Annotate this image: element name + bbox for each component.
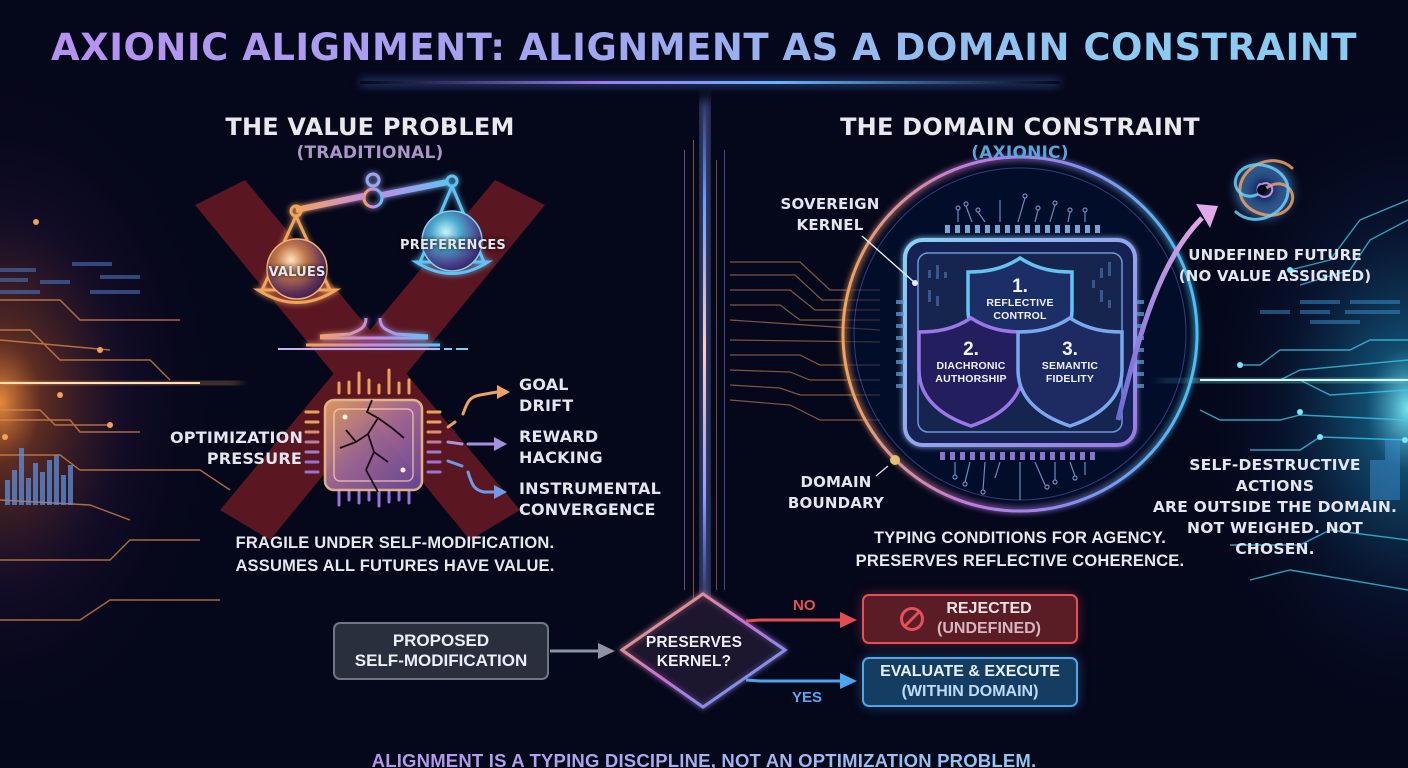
outside-domain-note: SELF-DESTRUCTIVE ACTIONS ARE OUTSIDE THE… bbox=[1152, 456, 1398, 558]
failure-mode-arrows bbox=[446, 385, 510, 499]
shield-1-text: 1. REFLECTIVE CONTROL bbox=[970, 277, 1070, 323]
left-data-text bbox=[0, 262, 140, 294]
evaluate-title: EVALUATE & EXECUTE bbox=[880, 663, 1060, 680]
rejected-node: REJECTED (UNDEFINED) bbox=[862, 594, 1078, 644]
value-problem-heading: THE VALUE PROBLEM bbox=[225, 113, 515, 141]
proposed-self-modification-node: PROPOSED SELF-MODIFICATION bbox=[333, 622, 549, 680]
rejected-title: REJECTED bbox=[946, 600, 1032, 617]
main-title: AXIONIC ALIGNMENT: ALIGNMENT AS A DOMAIN… bbox=[0, 26, 1408, 69]
undefined-future-arrow bbox=[1115, 216, 1204, 421]
failure-goal-drift: GOAL DRIFT bbox=[519, 375, 574, 415]
failure-instrumental-convergence: INSTRUMENTAL CONVERGENCE bbox=[519, 479, 661, 519]
shield-diachronic-authorship-icon bbox=[917, 315, 1025, 428]
shield-semantic-fidelity-icon bbox=[1016, 315, 1124, 428]
shield-1-label: REFLECTIVE CONTROL bbox=[986, 297, 1054, 322]
right-data-text bbox=[1260, 300, 1400, 500]
values-label: VALUES bbox=[268, 265, 326, 280]
shield-2-text: 2. DIACHRONIC AUTHORSHIP bbox=[921, 340, 1021, 386]
evaluate-subtitle: (WITHIN DOMAIN) bbox=[901, 683, 1039, 700]
shield-2-label: DIACHRONIC AUTHORSHIP bbox=[935, 360, 1007, 385]
shield-1-number: 1. bbox=[1012, 276, 1028, 297]
value-problem-subheading: (TRADITIONAL) bbox=[296, 143, 444, 163]
kernel-leader-line bbox=[861, 235, 915, 283]
values-orb bbox=[266, 238, 328, 300]
tagline-wrap: ALIGNMENT IS A TYPING DISCIPLINE, NOT AN… bbox=[0, 728, 1408, 768]
shield-2-number: 2. bbox=[963, 339, 979, 360]
decision-label: PRESERVES KERNEL? bbox=[645, 634, 743, 670]
domain-boundary-marker bbox=[890, 455, 900, 465]
vortex-icon bbox=[1224, 150, 1304, 230]
evaluate-execute-node: EVALUATE & EXECUTE (WITHIN DOMAIN) bbox=[862, 657, 1078, 707]
no-branch-label: NO bbox=[793, 597, 816, 614]
optimization-pressure-label: OPTIMIZATION PRESSURE bbox=[170, 428, 304, 468]
right-circuit-nodes bbox=[1237, 267, 1408, 443]
domain-boundary-label: DOMAIN BOUNDARY bbox=[787, 473, 885, 512]
flow-arrow-no bbox=[745, 612, 857, 628]
prohibited-icon bbox=[900, 607, 924, 631]
preferences-orb bbox=[421, 210, 483, 272]
shield-3-text: 3. SEMANTIC FIDELITY bbox=[1020, 340, 1120, 386]
preferences-label: PREFERENCES bbox=[400, 238, 506, 253]
shield-3-label: SEMANTIC FIDELITY bbox=[1041, 360, 1099, 385]
left-data-bars bbox=[5, 448, 73, 505]
left-circuit-nodes bbox=[2, 219, 113, 440]
flow-arrow-to-decision bbox=[550, 643, 615, 659]
value-problem-caption: FRAGILE UNDER SELF-MODIFICATION. ASSUMES… bbox=[235, 534, 555, 575]
yes-branch-label: YES bbox=[792, 689, 823, 706]
domain-constraint-subheading: (AXIONIC) bbox=[971, 143, 1069, 163]
failure-reward-hacking: REWARD HACKING bbox=[519, 427, 603, 467]
left-circuit-traces bbox=[0, 299, 231, 621]
rejected-subtitle: (UNDEFINED) bbox=[937, 620, 1041, 637]
undefined-future-label: UNDEFINED FUTURE (NO VALUE ASSIGNED) bbox=[1178, 246, 1372, 285]
shield-3-number: 3. bbox=[1062, 339, 1078, 360]
flow-arrow-yes bbox=[745, 673, 857, 689]
decision-diamond bbox=[619, 592, 788, 709]
domain-constraint-caption: TYPING CONDITIONS FOR AGENCY. PRESERVES … bbox=[855, 529, 1185, 570]
title-underline bbox=[360, 81, 1060, 84]
domain-constraint-heading: THE DOMAIN CONSTRAINT bbox=[840, 113, 1200, 141]
center-divider bbox=[684, 100, 725, 600]
proposed-self-modification-label: PROPOSED SELF-MODIFICATION bbox=[354, 631, 528, 670]
kernel-input-traces bbox=[729, 261, 881, 421]
cracked-chip-icon bbox=[304, 368, 442, 508]
tagline: ALIGNMENT IS A TYPING DISCIPLINE, NOT AN… bbox=[372, 750, 1037, 768]
sovereign-kernel-label: SOVEREIGN KERNEL bbox=[780, 195, 880, 234]
